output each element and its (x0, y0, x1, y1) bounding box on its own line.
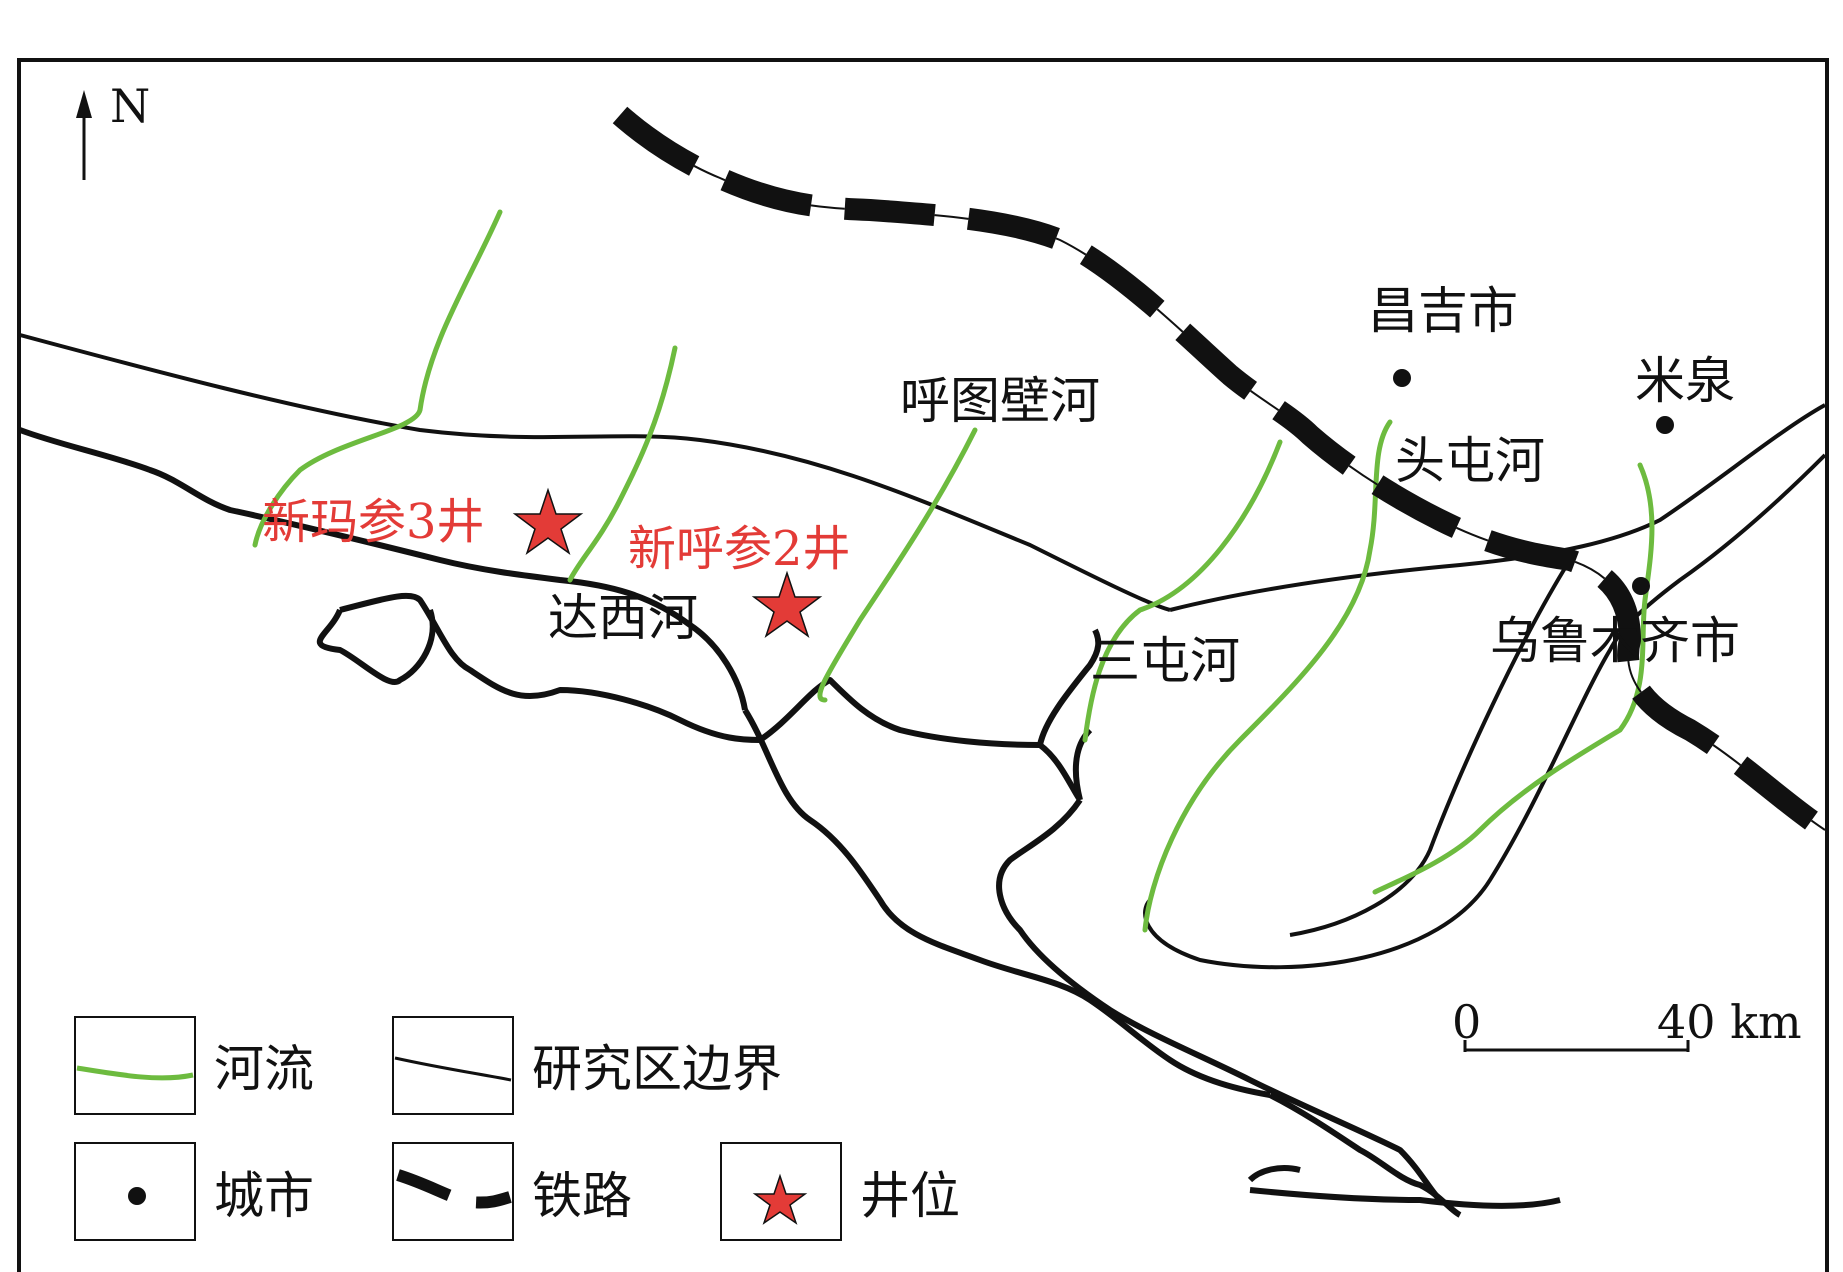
rivers (252, 209, 1655, 933)
label-city-changji: 昌吉市 (1368, 282, 1518, 340)
label-river-hutubi: 呼图壁河 (900, 372, 1100, 430)
geological-outline (18, 427, 1561, 1218)
well-xinma3-star (512, 487, 584, 555)
well-xinhu2-star (751, 570, 823, 638)
legend-well-icon (752, 1173, 808, 1225)
map-frame (17, 58, 1829, 1272)
legend-river-icon (76, 1065, 194, 1081)
legend-river-box (74, 1016, 196, 1115)
label-river-daxi: 达西河 (548, 589, 698, 647)
river-urumqi (1372, 462, 1655, 895)
river-1 (252, 209, 503, 548)
legend-railway-box (392, 1142, 514, 1241)
legend-well-label: 井位 (860, 1167, 960, 1225)
scale-end: 40 km (1657, 995, 1802, 1049)
label-city-urumqi: 乌鲁木齐市 (1490, 612, 1740, 670)
north-arrow-icon (76, 90, 92, 180)
river-hutubi (817, 427, 978, 703)
scale-bar (1463, 1040, 1690, 1052)
legend: 河流 研究区边界 城市 铁路 井位 (74, 1016, 960, 1241)
label-well-xinhu2: 新呼参2井 (628, 521, 851, 577)
north-label: N (110, 79, 150, 133)
legend-railway-label: 铁路 (532, 1167, 632, 1225)
legend-boundary-label: 研究区边界 (532, 1040, 782, 1098)
label-river-sangong: 三屯河 (1090, 632, 1240, 690)
label-well-xinma3: 新玛参3井 (262, 494, 485, 550)
legend-river-label: 河流 (214, 1040, 314, 1098)
study-area-boundary (19, 333, 1827, 970)
legend-boundary-icon (394, 1056, 512, 1082)
legend-railway-icon (396, 1169, 512, 1209)
city-miquan-dot (1656, 416, 1674, 434)
label-city-miquan: 米泉 (1635, 352, 1735, 410)
railway (612, 106, 1832, 840)
label-river-toutun: 头屯河 (1395, 432, 1545, 490)
city-urumqi-dot (1632, 577, 1650, 595)
river-2 (567, 345, 678, 583)
legend-city-label: 城市 (214, 1167, 314, 1225)
legend-city-icon (128, 1187, 146, 1205)
scale-start: 0 (1452, 995, 1481, 1049)
river-3 (1082, 439, 1283, 743)
legend-boundary-box (392, 1016, 514, 1115)
city-changji-dot (1393, 369, 1411, 387)
